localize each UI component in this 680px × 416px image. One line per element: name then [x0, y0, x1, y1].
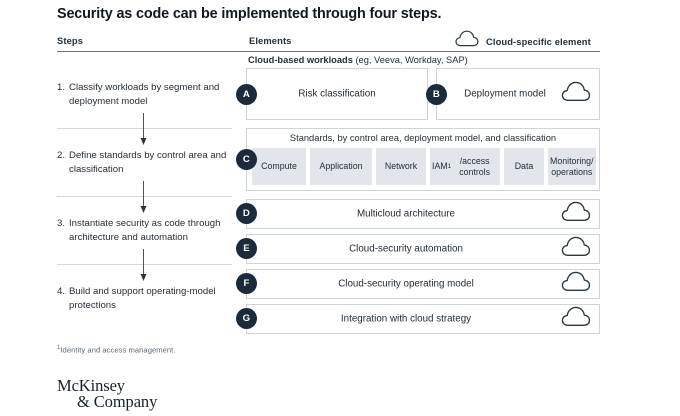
header-divider [57, 51, 600, 52]
step-text: Classify workloads by segment and deploy… [69, 82, 220, 107]
step-text: Instantiate security as code through arc… [69, 218, 221, 243]
step-number: 3. [57, 218, 66, 229]
element-label: Multicloud architecture [356, 208, 455, 220]
footnote-text: Identity and access management. [60, 345, 176, 355]
step-divider-1 [57, 128, 232, 129]
element-label: Cloud-security operating model [338, 278, 474, 290]
logo-line-1: McKinsey [57, 376, 125, 395]
workloads-caption-bold: Cloud-based workloads [248, 55, 353, 65]
element-label: Deployment model [464, 88, 546, 100]
step-text: Build and support operating-model protec… [69, 286, 216, 311]
standards-caption: Standards, by control area, deployment m… [289, 133, 557, 143]
standards-sub-monitoring-operations[interactable]: Monitoring/ operations [548, 148, 596, 185]
column-header-elements: Elements [249, 35, 292, 46]
cloud-icon [561, 271, 591, 297]
element-label: Integration with cloud strategy [340, 313, 472, 325]
step-arrow-1 [139, 113, 148, 146]
logo-line-2: & Company [77, 392, 158, 411]
element-box-cloud-security-automation[interactable]: Cloud-security automation [246, 234, 600, 264]
step-number: 2. [57, 150, 66, 161]
mckinsey-logo: McKinsey & Company [57, 376, 158, 411]
step-item-3: 3. Instantiate security as code through … [57, 217, 232, 244]
standards-sub-network[interactable]: Network [376, 148, 426, 185]
element-box-deployment-model[interactable]: Deployment model [436, 68, 600, 120]
element-badge-b: B [426, 84, 447, 105]
step-item-1: 1. Classify workloads by segment and dep… [57, 81, 232, 108]
element-badge-c: C [236, 149, 257, 170]
element-badge-a: A [236, 84, 257, 105]
footnote-marker: 1 [57, 345, 61, 351]
workloads-caption-rest: (eg, Veeva, Workday, SAP) [352, 55, 468, 65]
steps-column: 1. Classify workloads by segment and dep… [57, 55, 232, 335]
step-item-2: 2. Define standards by control area and … [57, 149, 232, 176]
standards-sub-data[interactable]: Data [504, 148, 544, 185]
page-title: Security as code can be implemented thro… [57, 6, 442, 22]
legend-label: Cloud-specific element [486, 35, 591, 47]
step-text: Define standards by control area and cla… [69, 150, 227, 175]
cloud-icon [561, 81, 591, 107]
standards-sub-compute[interactable]: Compute [252, 148, 306, 185]
element-badge-e: E [236, 238, 257, 259]
element-badge-g: G [236, 308, 257, 329]
cloud-icon [561, 201, 591, 227]
step-divider-2 [57, 196, 232, 197]
element-label: Cloud-security automation [349, 243, 463, 255]
cloud-icon [561, 236, 591, 262]
element-box-multicloud-architecture[interactable]: Multicloud architecture [246, 199, 600, 229]
step-number: 1. [57, 82, 66, 93]
footnote: 1Identity and access management. [57, 345, 176, 355]
step-item-4: 4. Build and support operating-model pro… [57, 285, 232, 312]
element-box-integration-with-cloud-strategy[interactable]: Integration with cloud strategy [246, 304, 600, 334]
step-divider-3 [57, 264, 232, 265]
element-box-risk-classification[interactable]: Risk classification [246, 68, 428, 120]
cloud-icon [455, 30, 479, 52]
element-label: Risk classification [298, 88, 376, 100]
step-number: 4. [57, 286, 66, 297]
step-arrow-2 [139, 181, 148, 214]
element-box-standards[interactable]: Standards, by control area, deployment m… [246, 128, 600, 191]
column-header-steps: Steps [57, 35, 84, 46]
standards-sub-application[interactable]: Application [310, 148, 372, 185]
cloud-icon [561, 306, 591, 332]
element-badge-d: D [236, 203, 257, 224]
legend: Cloud-specific element [455, 30, 591, 52]
workloads-caption: Cloud-based workloads (eg, Veeva, Workda… [248, 55, 468, 65]
element-box-cloud-security-operating-model[interactable]: Cloud-security operating model [246, 269, 600, 299]
element-badge-f: F [236, 273, 257, 294]
step-arrow-3 [139, 249, 148, 282]
